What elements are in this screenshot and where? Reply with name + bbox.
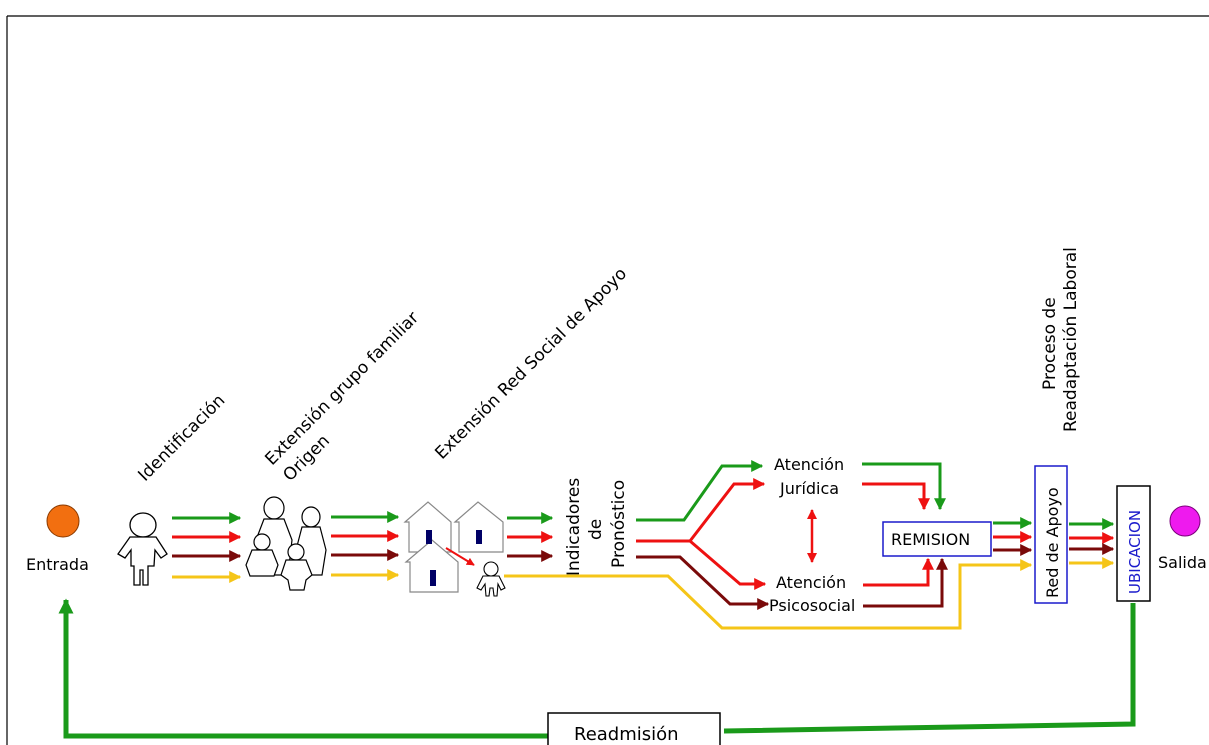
ubicacion-box [1116,485,1151,602]
exit-circle-icon [1169,505,1201,537]
yellow-path [504,559,1033,630]
indicadores-label-3: Pronóstico [609,480,629,568]
darkred-path [636,555,770,610]
indicadores-label-2: de [586,519,606,540]
atencion-juridica-label-2: Jurídica [779,479,839,498]
entry-circle-icon [46,504,80,538]
readmision-label: Readmisión [574,724,679,745]
juridica-green-out [862,462,946,511]
arrow-bundle-1 [172,512,242,583]
readaptacion-label-2: Readaptación Laboral [1061,247,1081,432]
ubicacion-label: UBICACION [1126,510,1144,594]
atencion-psicosocial-label-1: Atención [776,573,846,592]
remision-label: REMISION [891,530,970,549]
identificacion-label: Identificación [134,391,229,486]
arrow-bundle-2 [331,511,400,581]
family-group-icon [245,496,327,591]
frame [6,15,1209,745]
red-path-down [689,539,767,590]
atencion-juridica-label-1: Atención [774,455,844,474]
red-de-apoyo-label: Red de Apoyo [1043,487,1062,598]
houses-icon [403,501,506,597]
arrow-bundle-3 [507,512,554,562]
person-outline-icon [117,512,168,586]
readmision-loop [58,598,1136,739]
entrada-label: Entrada [26,555,89,574]
red-de-apoyo-arrows [1069,518,1115,569]
red-de-apoyo-box [1034,465,1068,604]
readmision-box [547,712,721,745]
readaptacion-label-1: Proceso de [1040,297,1060,390]
green-path [636,460,764,522]
psicosocial-darkred-out [863,557,948,608]
grupo-familiar-label-1: Extensión grupo familiar [261,308,423,470]
remision-box [882,521,992,557]
salida-label: Salida [1158,553,1207,572]
remision-arrows [993,517,1033,556]
red-social-label: Extensión Red Social de Apoyo [431,264,631,464]
juridica-red-out [862,482,930,511]
atencion-psicosocial-label-2: Psicosocial [769,596,855,615]
red-path-up [636,478,766,543]
indicadores-label-1: Indicadores [564,478,584,576]
psicosocial-red-out [863,557,934,587]
